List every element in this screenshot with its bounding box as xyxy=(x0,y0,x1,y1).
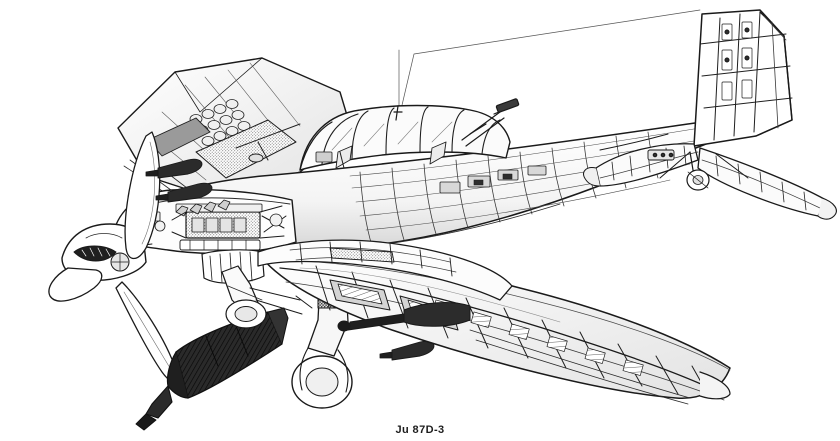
figure-caption: Ju 87D-3 xyxy=(395,424,445,436)
wing-root-group xyxy=(257,239,513,301)
cockpit-group xyxy=(299,98,520,171)
center-bomb xyxy=(135,307,289,431)
wing-bomb-racks xyxy=(145,158,435,361)
tail-group xyxy=(583,9,837,220)
jumo-engine xyxy=(175,203,263,251)
propeller-group xyxy=(48,131,178,383)
exhaust-stacks xyxy=(175,199,231,217)
tailwheel xyxy=(686,151,710,191)
wing-cannon xyxy=(337,302,471,332)
rear-mg xyxy=(461,98,520,147)
